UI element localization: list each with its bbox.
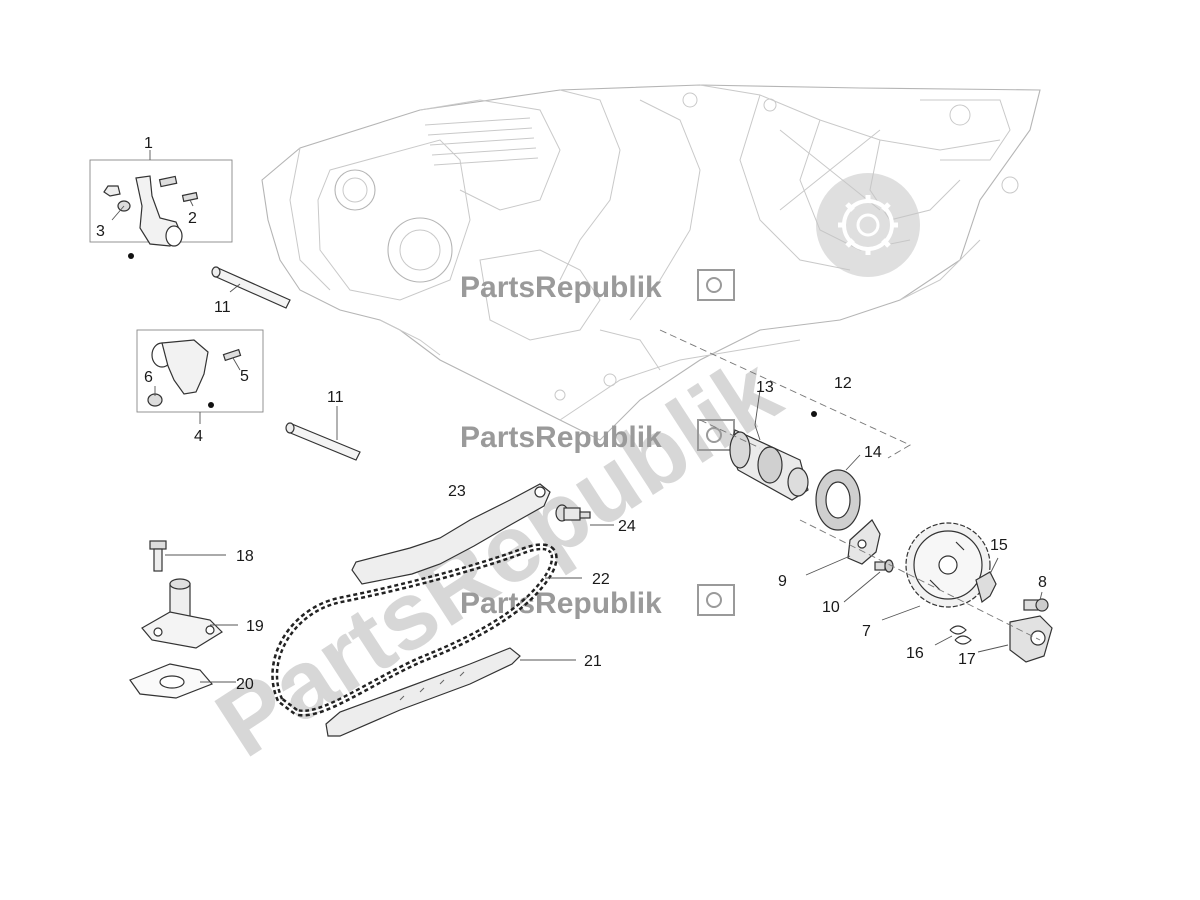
callout-1: 1 <box>144 135 153 152</box>
watermark-text: PartsRepublik <box>460 271 662 304</box>
callout-12: 12 <box>834 375 852 392</box>
callout-21: 21 <box>584 653 602 670</box>
watermark-logo-small-3: PartsRepublik <box>460 584 735 620</box>
screw-24 <box>555 504 591 522</box>
chain-guide <box>325 647 521 737</box>
callout-22: 22 <box>592 571 610 588</box>
timing-chain <box>271 543 558 717</box>
watermark-text: PartsRepublik <box>460 421 662 454</box>
callout-9: 9 <box>778 573 787 590</box>
callout-23: 23 <box>448 483 466 500</box>
callout-labels: 1 2 3 11 6 5 4 11 12 13 14 23 24 18 22 1… <box>96 135 1047 693</box>
rocker-shaft-lower <box>285 422 361 461</box>
watermark-gear-large-icon <box>816 173 920 277</box>
watermark-logo-small-2: PartsRepublik <box>460 419 735 454</box>
callout-14: 14 <box>864 444 882 461</box>
callout-3: 3 <box>96 223 105 240</box>
decompressor-weight <box>1009 615 1053 663</box>
camshaft <box>729 429 809 501</box>
callout-8: 8 <box>1038 574 1047 591</box>
callout-20: 20 <box>236 676 254 693</box>
camshaft-sprocket <box>905 522 991 608</box>
watermark-logo-small-1: PartsRepublik <box>460 269 735 304</box>
callout-2: 2 <box>188 210 197 227</box>
callout-16: 16 <box>906 645 924 662</box>
callout-11b: 11 <box>327 389 344 406</box>
callout-5: 5 <box>240 368 249 385</box>
watermark-text: PartsRepublik <box>460 587 662 620</box>
spring <box>949 625 972 645</box>
callout-7: 7 <box>862 623 871 640</box>
callout-19: 19 <box>246 618 264 635</box>
rocker-arm-assembly-4 <box>136 329 264 413</box>
thrust-plate <box>847 519 881 565</box>
callout-11: 11 <box>214 299 231 316</box>
screw-18 <box>149 540 167 572</box>
screw-8 <box>1023 598 1049 612</box>
callout-13: 13 <box>756 379 774 396</box>
chain-tensioner <box>141 578 223 649</box>
rocker-arm-assembly-1 <box>89 159 233 259</box>
rocker-shaft-upper <box>211 266 291 309</box>
camshaft-bearing <box>815 469 861 531</box>
callout-10: 10 <box>822 599 840 616</box>
tensioner-gasket <box>129 663 214 699</box>
callout-6: 6 <box>144 369 153 386</box>
decompressor-lever <box>975 571 997 604</box>
callout-24: 24 <box>618 518 636 535</box>
gear-flag-icon <box>697 584 735 616</box>
engine-crankcase <box>261 84 1041 441</box>
callout-4: 4 <box>194 428 203 445</box>
callout-15: 15 <box>990 537 1008 554</box>
callout-18: 18 <box>236 548 254 565</box>
chain-tensioner-shoe <box>351 483 551 585</box>
callout-17: 17 <box>958 651 976 668</box>
leader-lines <box>111 150 1043 683</box>
gear-flag-icon <box>697 269 735 301</box>
